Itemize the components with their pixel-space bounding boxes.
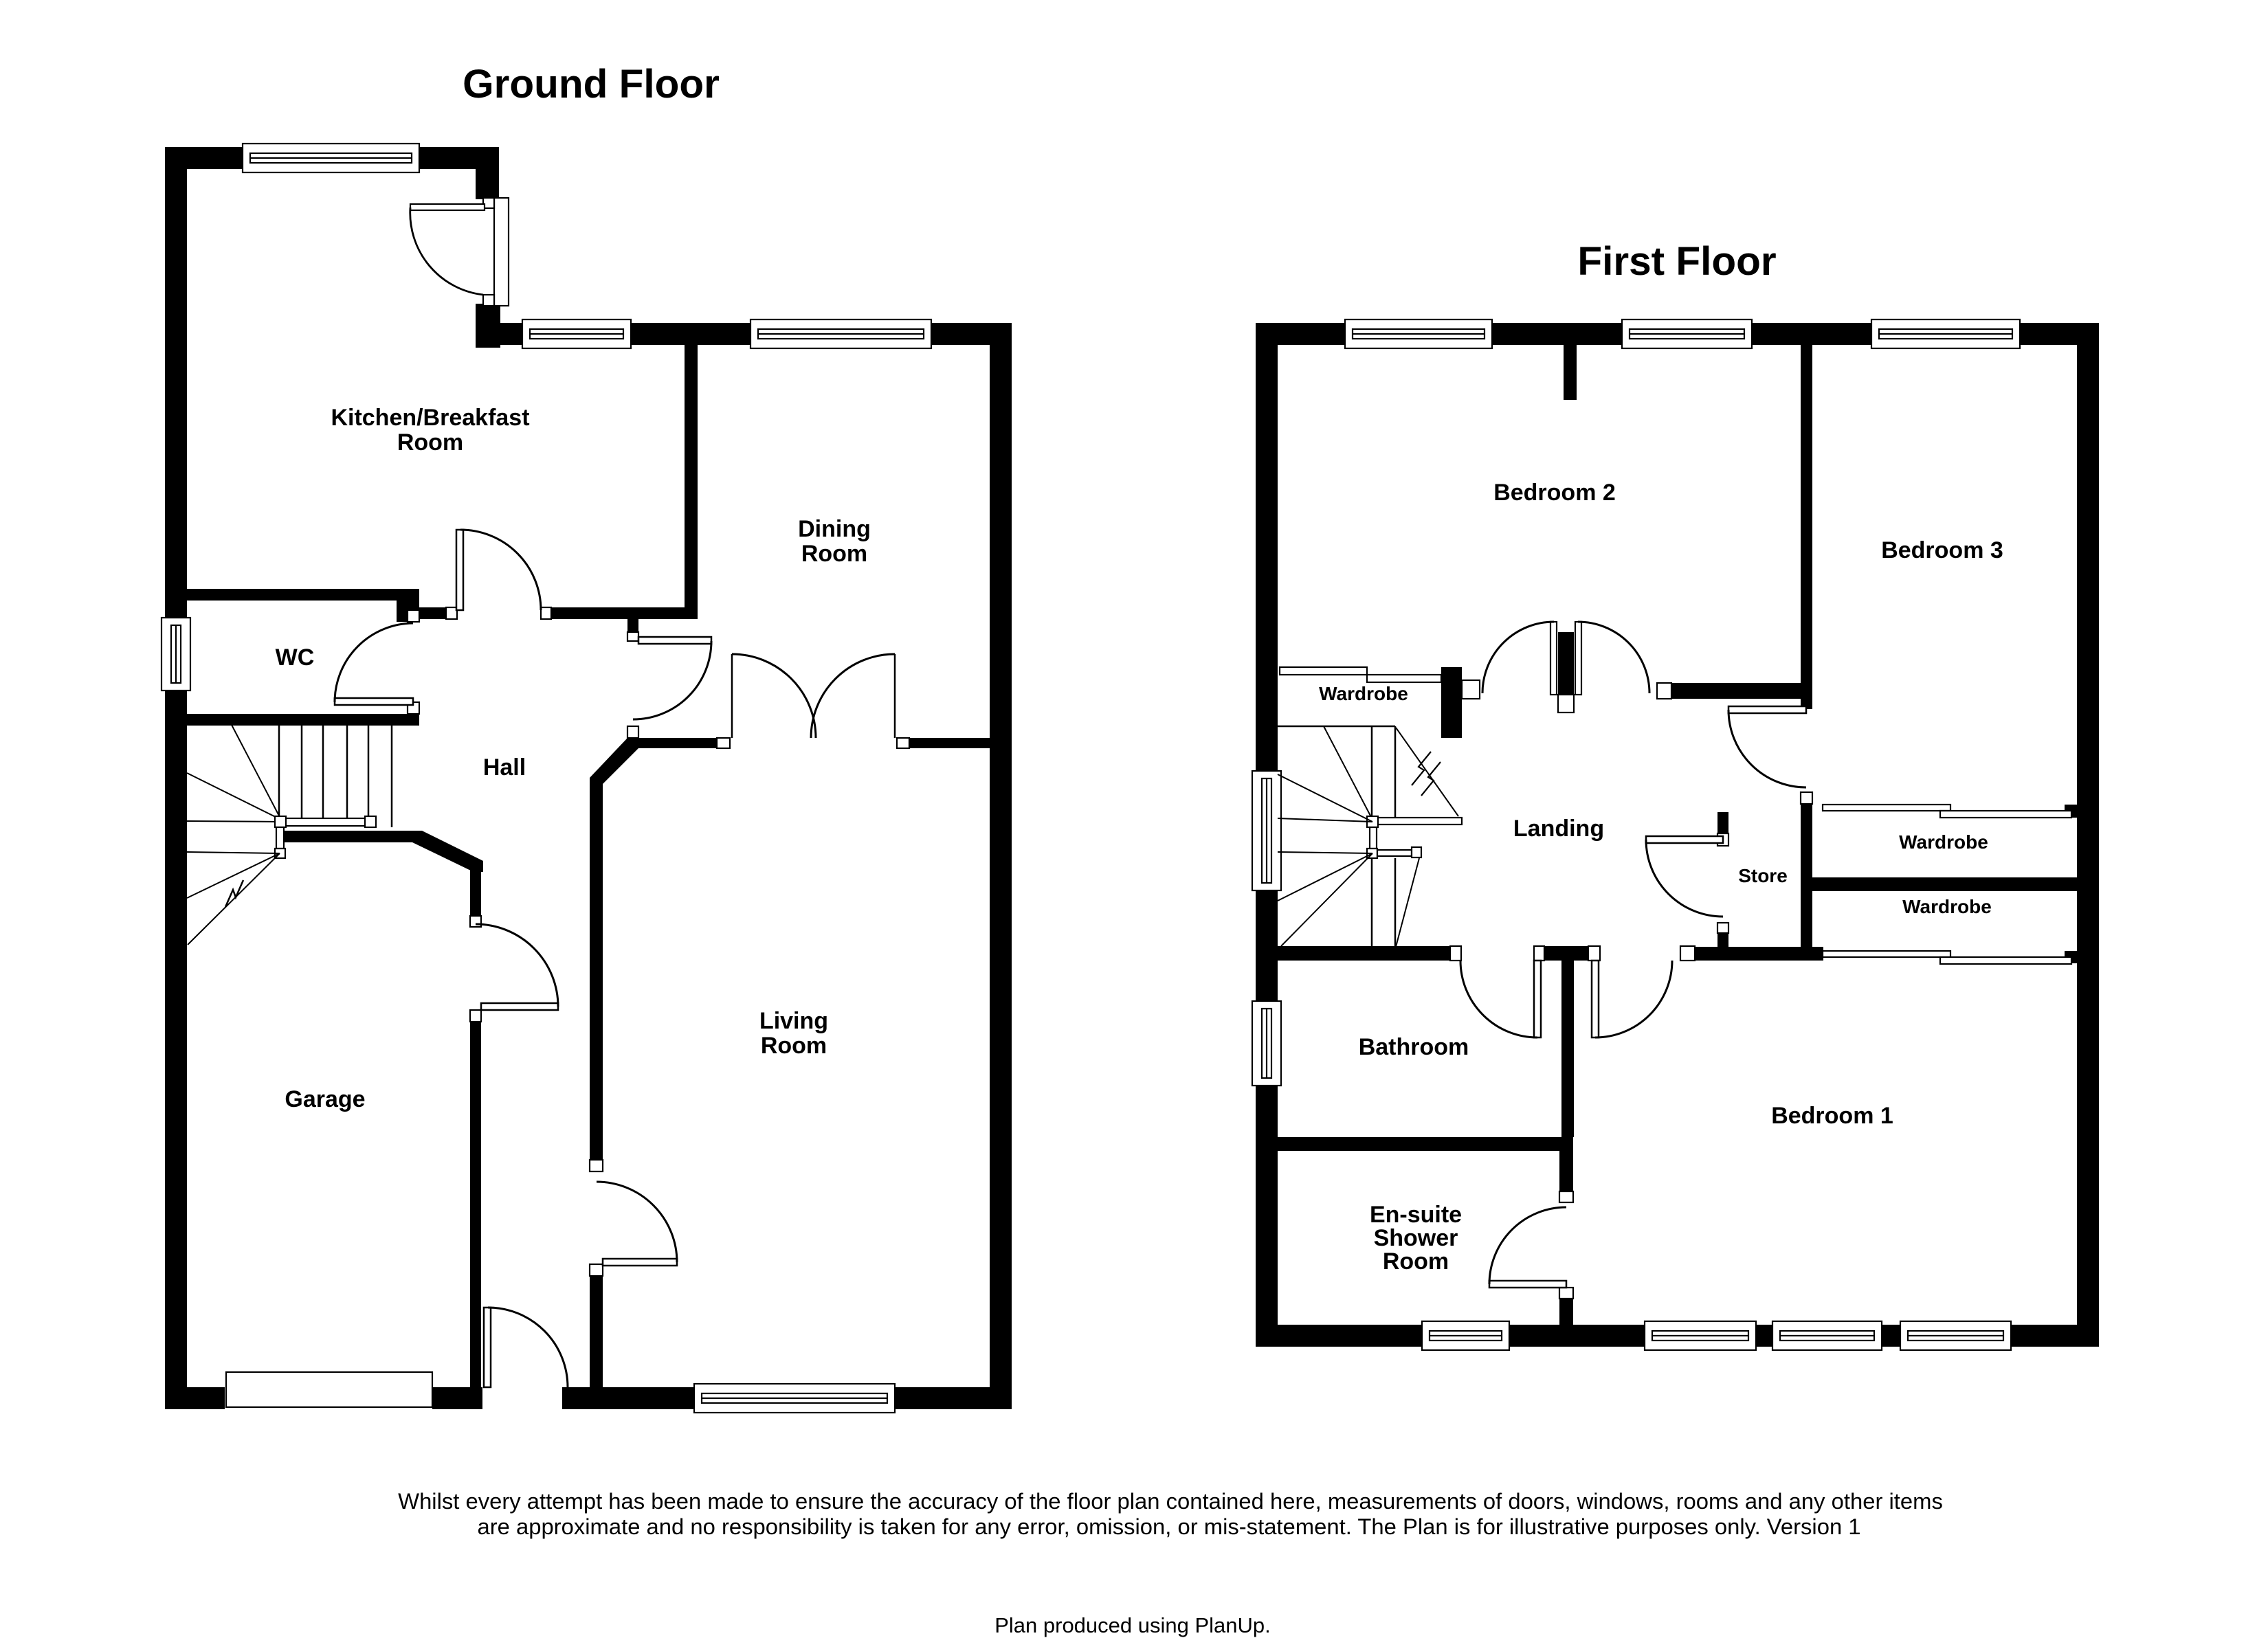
svg-text:Store: Store: [1738, 865, 1788, 886]
svg-text:First Floor: First Floor: [1577, 239, 1776, 284]
svg-text:Wardrobe: Wardrobe: [1319, 683, 1408, 704]
svg-text:Whilst every attempt has been: Whilst every attempt has been made to en…: [398, 1488, 1943, 1514]
svg-text:Landing: Landing: [1513, 816, 1604, 842]
svg-text:Kitchen/Breakfast: Kitchen/Breakfast: [331, 405, 529, 431]
svg-text:Ground Floor: Ground Floor: [463, 62, 720, 106]
svg-text:Living: Living: [759, 1008, 828, 1034]
svg-text:Dining: Dining: [798, 516, 871, 542]
svg-text:Hall: Hall: [483, 754, 526, 781]
svg-text:Room: Room: [1383, 1248, 1449, 1275]
svg-text:Room: Room: [761, 1033, 827, 1059]
svg-text:En-suite: En-suite: [1370, 1202, 1462, 1228]
svg-text:Room: Room: [397, 429, 463, 456]
svg-text:Garage: Garage: [285, 1086, 365, 1112]
svg-text:Bedroom 2: Bedroom 2: [1493, 480, 1616, 506]
svg-text:Wardrobe: Wardrobe: [1899, 831, 1988, 853]
svg-text:Wardrobe: Wardrobe: [1902, 896, 1992, 917]
svg-text:Plan produced using PlanUp.: Plan produced using PlanUp.: [994, 1613, 1271, 1637]
svg-text:Shower: Shower: [1374, 1225, 1458, 1251]
svg-text:WC: WC: [276, 644, 315, 671]
svg-text:Room: Room: [801, 541, 867, 567]
svg-text:Bedroom 1: Bedroom 1: [1771, 1103, 1893, 1129]
svg-text:Bedroom 3: Bedroom 3: [1881, 537, 2003, 563]
svg-text:are approximate and no respons: are approximate and no responsibility is…: [477, 1514, 1860, 1539]
svg-text:Bathroom: Bathroom: [1359, 1034, 1469, 1060]
